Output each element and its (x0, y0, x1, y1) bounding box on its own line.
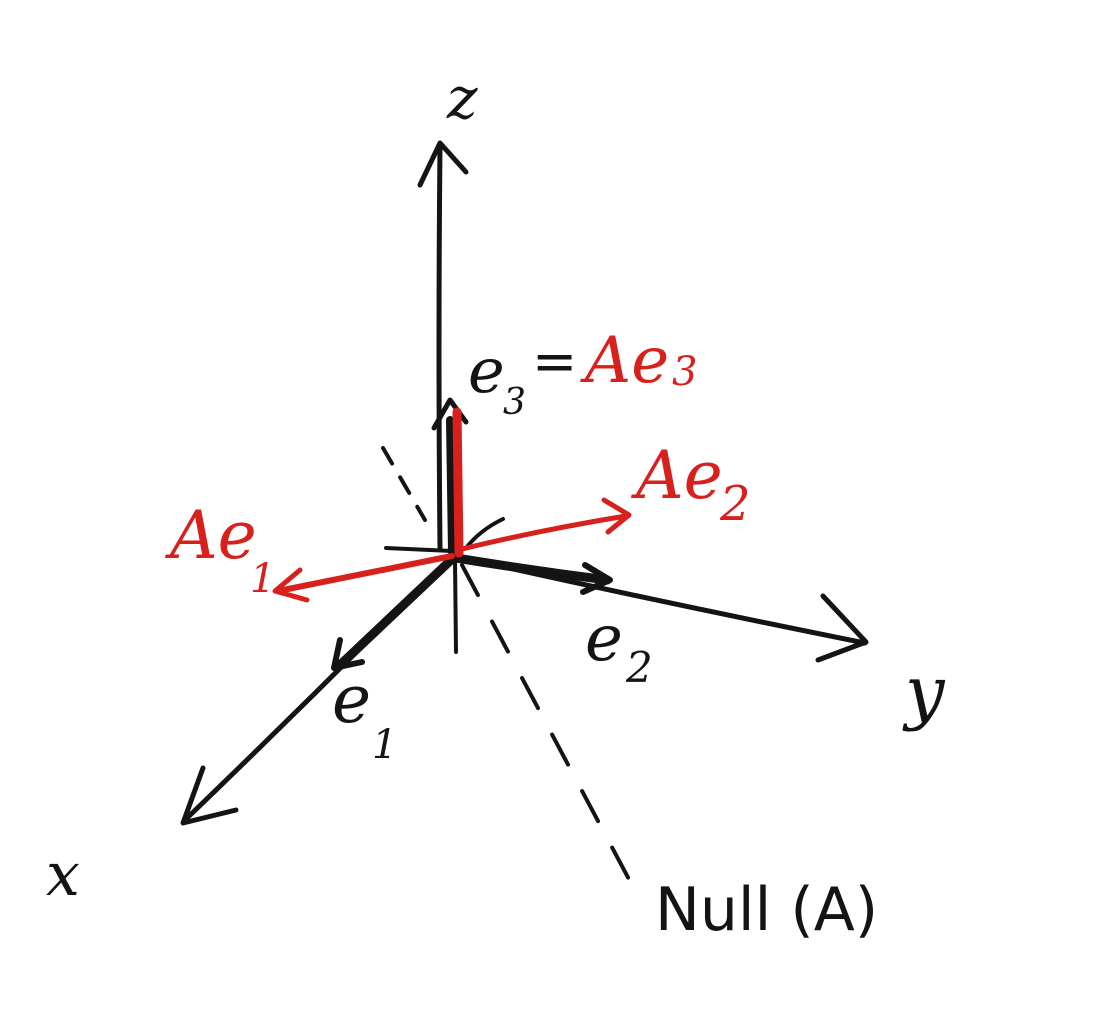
Ae2-vector (455, 497, 632, 553)
null-space-label: Null (A) (655, 875, 878, 945)
Ae3-subscript: 3 (672, 349, 697, 395)
e1-label: e (332, 661, 371, 738)
Ae3-label: Ae (580, 324, 669, 398)
e1-vector (331, 555, 456, 671)
y-axis-label: y (902, 651, 946, 733)
z-axis (417, 140, 469, 551)
Ae3-vector (452, 407, 464, 558)
Ae1-text: Ae 1 (164, 497, 275, 602)
origin-ticks (384, 517, 505, 654)
e3-equation: e 3 = Ae 3 (468, 324, 697, 423)
null-space-line (381, 446, 634, 887)
equals-sign: = (532, 330, 577, 393)
e2-label: e (585, 602, 623, 676)
Ae1-subscript: 1 (250, 556, 275, 602)
Ae1-vector (272, 553, 455, 603)
Ae2-text: Ae 2 (630, 437, 751, 532)
Ae1-label: Ae (164, 497, 257, 574)
e2-vector (451, 553, 613, 595)
e3-label: e (468, 334, 505, 407)
e3-subscript: 3 (503, 382, 526, 423)
e1-subscript: 1 (372, 722, 397, 768)
e2-text: e 2 (585, 602, 653, 692)
z-axis-label: z (446, 64, 478, 132)
e2-subscript: 2 (625, 643, 653, 692)
Ae2-label: Ae (630, 437, 723, 514)
x-axis-label: x (46, 840, 80, 910)
Ae2-subscript: 2 (719, 476, 751, 532)
e1-text: e 1 (332, 661, 397, 768)
